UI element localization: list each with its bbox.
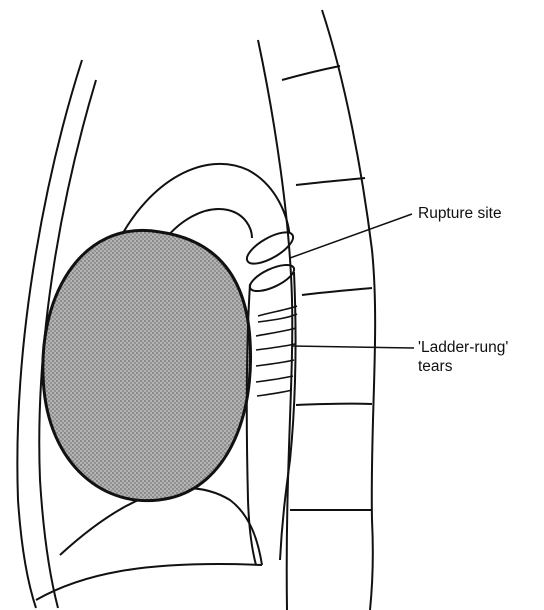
ladder-rung-label: 'Ladder-rung' (418, 338, 508, 357)
rupture-site-label: Rupture site (418, 204, 502, 223)
leader-lines (290, 214, 414, 348)
rupture-site-leader (290, 214, 412, 258)
ladder-rung-leader (292, 346, 414, 348)
ladder-rung-label-line2: tears (418, 357, 452, 376)
heart (43, 230, 251, 500)
diaphragm (36, 488, 262, 600)
spine (258, 10, 375, 610)
